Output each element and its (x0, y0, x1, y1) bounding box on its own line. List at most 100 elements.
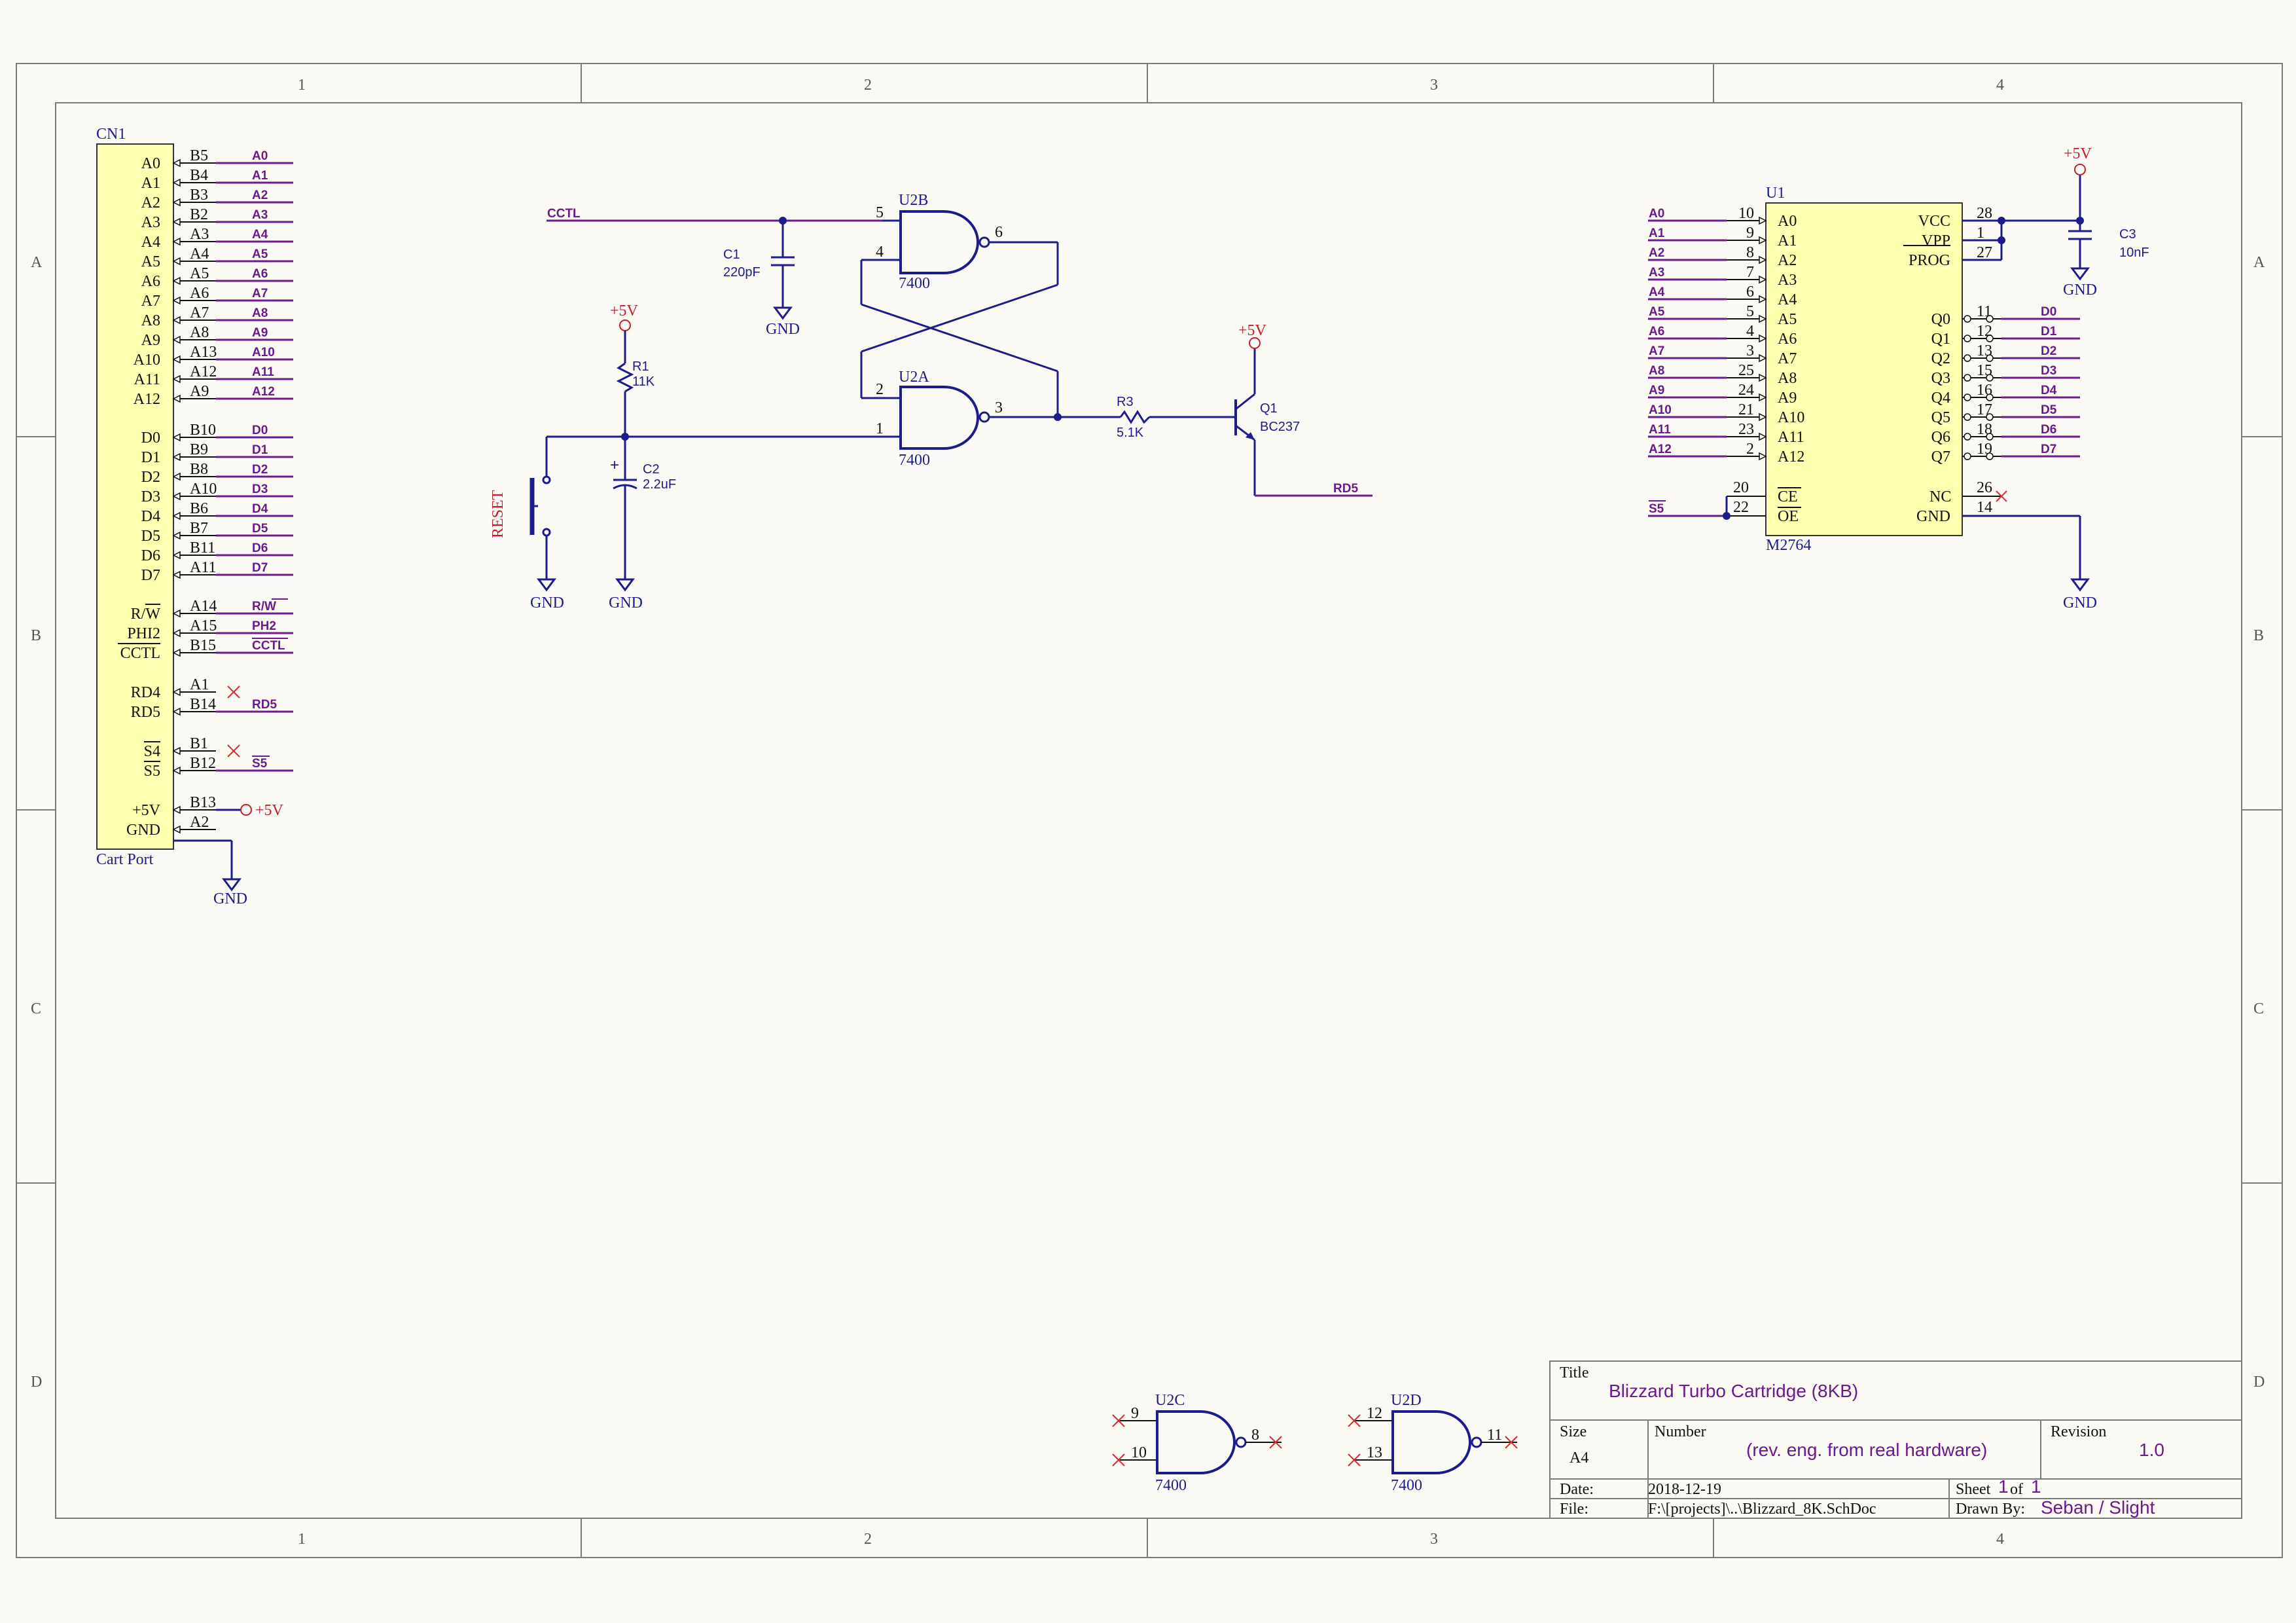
cn1-pin-number: B5 (190, 147, 208, 164)
u1-pin-label: A1 (1778, 232, 1797, 249)
tb-file-label: File: (1560, 1501, 1588, 1518)
u1-net-label: A5 (1649, 305, 1665, 319)
u1-part: M2764 (1766, 537, 1811, 554)
zone-row-right: B (2253, 627, 2264, 644)
u1-pin-number: 8 (1746, 244, 1754, 261)
u1-oe-pin: 22 (1733, 499, 1749, 516)
cn1-pin-label: D6 (141, 547, 160, 564)
tb-rev: 1.0 (2139, 1440, 2164, 1460)
tb-number: (rev. eng. from real hardware) (1746, 1440, 1987, 1460)
u1-pin-label: A6 (1778, 331, 1797, 348)
u1-pin-label: A3 (1778, 272, 1797, 289)
u1-pin-number: 3 (1746, 342, 1754, 359)
u1-pin-number: 7 (1746, 264, 1754, 281)
u2b-pin6: 6 (995, 224, 1003, 241)
u1-oe-label: OE (1778, 508, 1799, 525)
cn1-pin-label: A2 (141, 194, 160, 211)
cn1-pin-label: A4 (141, 234, 160, 251)
c1-ref: C1 (723, 247, 740, 262)
u1-pwr-label: PROG (1909, 252, 1950, 269)
cn1-pin-label: D2 (141, 469, 160, 486)
c3-value: 10nF (2119, 246, 2149, 260)
zone-col-top: 4 (1996, 77, 2004, 94)
u1-net-label: A1 (1649, 227, 1665, 240)
cn1-pin-label: A5 (141, 253, 160, 270)
tb-size-label: Size (1560, 1423, 1587, 1440)
cn1-net-label: A6 (252, 267, 268, 281)
u1-q-label: Q7 (1931, 448, 1950, 465)
u1-ce-pin: 20 (1733, 479, 1749, 496)
spare-gate-part: 7400 (1391, 1477, 1422, 1494)
cn1-pin-number: B4 (190, 167, 208, 184)
u1-pin-number: 13 (1977, 342, 1992, 359)
zone-row-right: C (2253, 1000, 2264, 1017)
cn1-pin-label: D4 (141, 508, 160, 525)
c3-ref: C3 (2119, 227, 2136, 242)
cn1-pin-label: D0 (141, 429, 160, 447)
tb-size: A4 (1570, 1450, 1588, 1467)
cn1-net-label: A1 (252, 169, 268, 183)
cn1-pin-number: B3 (190, 187, 208, 204)
gate-u2a[interactable]: U2A 7400 2 1 3 (876, 369, 1003, 469)
spare-gate-pin: 8 (1251, 1427, 1259, 1444)
u2a-part: 7400 (899, 452, 930, 469)
u1-pin-number: 1 (1977, 225, 1984, 242)
u1-pin-number: 5 (1746, 303, 1754, 320)
u1-pin-number: 11 (1977, 303, 1992, 320)
vcc-q1-label: +5V (1238, 322, 1267, 339)
gnd-btn-label: GND (530, 594, 564, 611)
cn1-net-label: A5 (252, 247, 268, 261)
u1-net-s5: S5 (1649, 502, 1664, 516)
tb-sheet-total: 1 (2031, 1476, 2041, 1497)
cn1-pin-label: +5V (132, 802, 161, 819)
u1-net-label: A7 (1649, 344, 1664, 358)
cn1-net-label: D2 (252, 463, 268, 477)
u1-pin-number: 6 (1746, 283, 1754, 301)
cn1-net-vcc: +5V (255, 802, 284, 819)
cn1-net-label: D0 (252, 424, 268, 437)
zone-col-bottom: 2 (864, 1531, 872, 1548)
u1-pin-label: A12 (1778, 448, 1804, 465)
u1-net-label: D3 (2041, 364, 2056, 378)
cn1-net-label: A4 (252, 228, 268, 242)
u1-q-label: Q1 (1931, 331, 1950, 348)
u1-pin-label: A10 (1778, 409, 1804, 426)
cn1-pin-number: A5 (190, 265, 209, 282)
tb-sheet-no: 1 (1998, 1476, 2009, 1497)
u1-vcc-label: +5V (2064, 145, 2092, 162)
u1-net-label: A10 (1649, 403, 1672, 417)
spare-gate-pin: 13 (1367, 1444, 1382, 1461)
zone-col-top: 2 (864, 77, 872, 94)
u1-pin-number: 25 (1738, 362, 1754, 379)
u1-q-label: Q5 (1931, 409, 1950, 426)
cn1-pin-label: A10 (134, 352, 160, 369)
cn1-pin-label: S4 (144, 743, 160, 760)
eprom-u1[interactable]: U1 M2764 A010A0A19A1A28A2A37A3A46A4A55A5… (1648, 145, 2149, 611)
tb-drawn: Seban / Slight (2041, 1497, 2155, 1518)
gate-u2b[interactable]: U2B 7400 5 4 6 (876, 192, 1003, 292)
cn1-pin-number: B7 (190, 520, 208, 537)
u1-pin-number: 12 (1977, 323, 1992, 340)
u1-net-label: D1 (2041, 325, 2057, 338)
u1-pin-number: 16 (1977, 382, 1992, 399)
cn1-net-label: D1 (252, 443, 268, 457)
zone-row-left: A (31, 254, 43, 271)
cn1-pin-number: B8 (190, 461, 208, 478)
vcc-r1-label: +5V (610, 302, 639, 319)
cn1-net-label: A2 (252, 189, 268, 202)
u1-pin-number: 28 (1977, 205, 1992, 222)
u1-nc-pin: 26 (1977, 479, 1992, 496)
u1-pin-number: 15 (1977, 362, 1992, 379)
u1-pin-label: A8 (1778, 370, 1797, 387)
cn1-pin-number: A9 (190, 383, 209, 400)
c2-value: 2.2uF (643, 477, 676, 492)
cn1-pin-label: A12 (134, 391, 160, 408)
u1-net-label: A0 (1649, 207, 1664, 221)
u1-pin-label: A0 (1778, 213, 1797, 230)
zone-col-top: 1 (298, 77, 306, 94)
u1-net-label: D5 (2041, 403, 2057, 417)
tb-title-label: Title (1560, 1364, 1588, 1381)
